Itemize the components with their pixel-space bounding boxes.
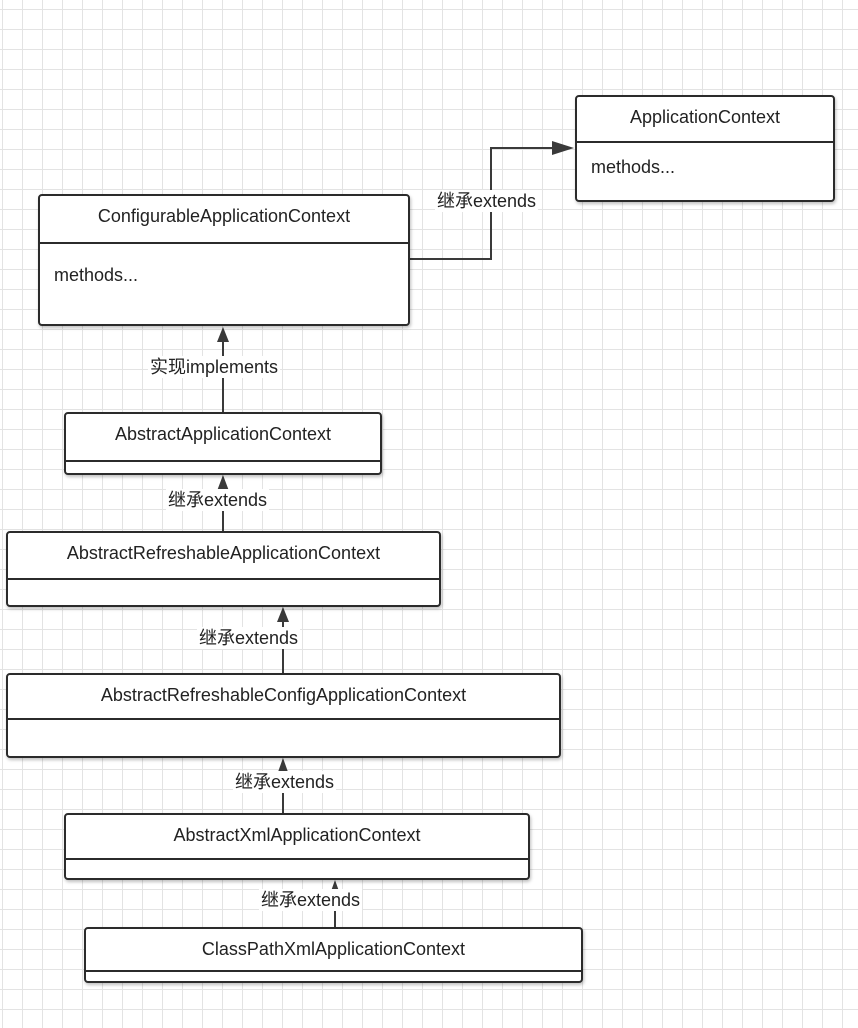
class-box-application-context[interactable]: ApplicationContext methods... (575, 95, 835, 202)
class-name: AbstractRefreshableConfigApplicationCont… (8, 675, 559, 720)
class-box-abstract-xml-application-context[interactable]: AbstractXmlApplicationContext (64, 813, 530, 880)
edge-label-extends: 继承extends (197, 627, 301, 649)
class-box-configurable-application-context[interactable]: ConfigurableApplicationContext methods..… (38, 194, 410, 326)
class-name: ApplicationContext (577, 97, 833, 143)
class-methods: methods... (591, 157, 676, 177)
arrowhead-refreshableconfig (278, 758, 288, 772)
class-name: AbstractRefreshableApplicationContext (8, 533, 439, 580)
class-name: ClassPathXmlApplicationContext (86, 929, 581, 972)
class-name: AbstractXmlApplicationContext (66, 815, 528, 860)
arrowhead-abstract (217, 475, 229, 491)
edge-label-implements: 实现implements (148, 356, 281, 378)
edge-label-extends: 继承extends (233, 771, 337, 793)
class-box-class-path-xml-application-context[interactable]: ClassPathXmlApplicationContext (84, 927, 583, 983)
edge-label-extends: 继承extends (435, 190, 539, 212)
arrowhead-applicationcontext (552, 141, 574, 155)
edge-label-extends: 继承extends (259, 889, 363, 911)
class-box-abstract-refreshable-application-context[interactable]: AbstractRefreshableApplicationContext (6, 531, 441, 607)
class-name: ConfigurableApplicationContext (40, 196, 408, 244)
arrowhead-refreshable (277, 607, 289, 622)
class-name: AbstractApplicationContext (66, 414, 380, 462)
arrowhead-configurable (217, 327, 229, 342)
class-box-abstract-application-context[interactable]: AbstractApplicationContext (64, 412, 382, 475)
class-box-abstract-refreshable-config-application-context[interactable]: AbstractRefreshableConfigApplicationCont… (6, 673, 561, 758)
edge-label-extends: 继承extends (166, 489, 270, 511)
class-methods: methods... (54, 265, 139, 285)
